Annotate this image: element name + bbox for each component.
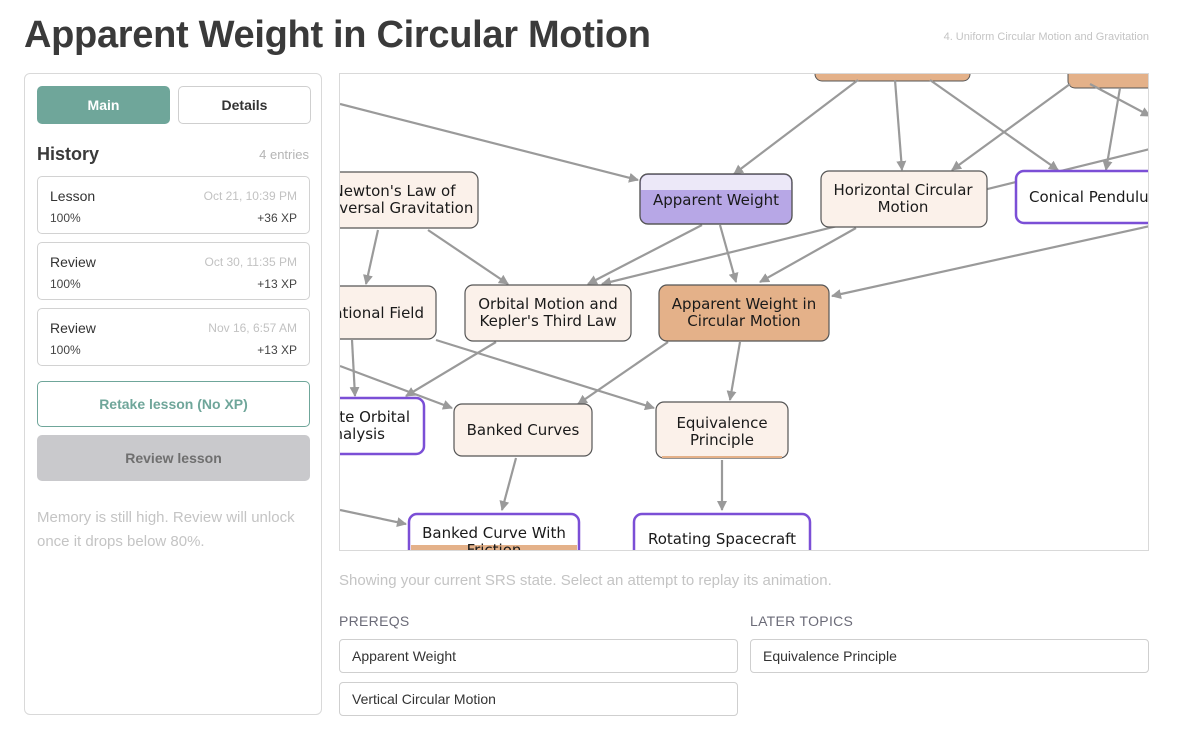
history-heading: History: [37, 144, 100, 164]
graph-edge: [831, 225, 1148, 299]
history-entry-type: Review: [50, 254, 96, 270]
history-entry-score: 100%: [50, 211, 81, 225]
graph-node-label: Banked Curves: [467, 421, 580, 439]
graph-node-label: Friction: [467, 541, 522, 551]
graph-caption: Showing your current SRS state. Select a…: [339, 572, 832, 589]
graph-edge: [499, 457, 518, 511]
history-count: 4 entries: [259, 147, 309, 162]
retake-lesson-button[interactable]: Retake lesson (No XP): [37, 381, 310, 427]
graph-edge: [340, 508, 407, 528]
graph-node-horizontal-circular-motion[interactable]: Horizontal Circular Motion: [820, 170, 988, 228]
prereqs-label: PREREQS: [339, 613, 410, 629]
graph-node-label: Apparent Weight: [653, 191, 779, 209]
prereq-item[interactable]: Apparent Weight: [339, 639, 738, 673]
graph-edge: [363, 229, 380, 285]
breadcrumb[interactable]: 4. Uniform Circular Motion and Gravitati…: [943, 31, 1149, 43]
history-list: Lesson Oct 21, 10:39 PM 100% +36 XP Revi…: [37, 176, 310, 374]
graph-edge: [893, 79, 907, 171]
graph-node-label: Circular Motion: [687, 312, 800, 330]
graph-canvas: Newton's Law of Universal Gravitation Ap…: [340, 74, 1149, 551]
review-lesson-button: Review lesson: [37, 435, 310, 481]
graph-node-label: Banked Curve With: [422, 524, 566, 542]
memory-note: Memory is still high. Review will unlock…: [37, 509, 295, 550]
history-entry-type: Lesson: [50, 188, 96, 204]
graph-node-label: Principle: [690, 431, 754, 449]
history-entry-type: Review: [50, 320, 96, 336]
graph-edge: [718, 224, 739, 283]
history-entry-date: Nov 16, 6:57 AM: [208, 321, 297, 335]
tab-main[interactable]: Main: [37, 86, 170, 124]
graph-node-finite-orbital-analysis[interactable]: Finite Orbital Analysis: [340, 396, 426, 456]
graph-node-gravitational-field[interactable]: Gravitational Field: [340, 285, 437, 340]
graph-node-equivalence-principle[interactable]: Equivalence Principle: [655, 401, 789, 459]
prereq-item[interactable]: Vertical Circular Motion: [339, 682, 738, 716]
graph-node-label: Horizontal Circular: [833, 181, 973, 199]
graph-node-offscreen[interactable]: [814, 74, 971, 82]
graph-node-apparent-weight[interactable]: Apparent Weight: [639, 173, 793, 225]
graph-edges: [340, 79, 1148, 528]
graph-edge: [726, 341, 742, 401]
graph-edge: [577, 341, 669, 405]
graph-edge: [1102, 87, 1122, 171]
graph-node-conical-pendulum[interactable]: Conical Pendulum: [1014, 169, 1149, 225]
graph-edge: [349, 339, 360, 397]
graph-node-label: Conical Pendulum: [1029, 188, 1149, 206]
history-entry-date: Oct 30, 11:35 PM: [204, 255, 298, 269]
graph-edge: [435, 338, 655, 411]
graph-node-label: Equivalence: [676, 414, 767, 432]
graph-node-label: Gravitational Field: [340, 304, 424, 322]
graph-edge: [587, 224, 703, 285]
graph-edge: [340, 102, 639, 183]
graph-edge: [951, 83, 1071, 171]
graph-node-banked-curves[interactable]: Banked Curves: [453, 403, 593, 457]
graph-node-current-topic[interactable]: Apparent Weight in Circular Motion: [658, 284, 830, 342]
history-entry[interactable]: Review Nov 16, 6:57 AM 100% +13 XP: [37, 308, 310, 366]
graph-edge: [733, 79, 859, 175]
graph-node-label: Kepler's Third Law: [480, 312, 617, 330]
graph-edge: [405, 341, 497, 397]
graph-edge: [427, 229, 509, 285]
graph-node-rotating-spacecraft[interactable]: Rotating Spacecraft: [632, 512, 812, 551]
graph-node-orbital-motion[interactable]: Orbital Motion and Kepler's Third Law: [464, 284, 632, 342]
later-topics-label: LATER TOPICS: [750, 613, 854, 629]
history-entry-score: 100%: [50, 277, 81, 291]
history-entry[interactable]: Review Oct 30, 11:35 PM 100% +13 XP: [37, 242, 310, 300]
graph-node-label: Motion: [878, 198, 929, 216]
graph-edge: [1089, 83, 1148, 117]
history-entry-xp: +13 XP: [257, 277, 297, 291]
graph-node-offscreen[interactable]: [1067, 74, 1149, 89]
history-entry-score: 100%: [50, 343, 81, 357]
history-entry-xp: +36 XP: [257, 211, 297, 225]
tab-details[interactable]: Details: [178, 86, 311, 124]
knowledge-graph[interactable]: Newton's Law of Universal Gravitation Ap…: [339, 73, 1149, 551]
graph-node-label: Finite Orbital: [340, 408, 410, 426]
graph-edge: [759, 227, 857, 283]
history-entry[interactable]: Lesson Oct 21, 10:39 PM 100% +36 XP: [37, 176, 310, 234]
sidebar: Main Details History 4 entries Lesson Oc…: [24, 73, 322, 715]
graph-node-newton[interactable]: Newton's Law of Universal Gravitation: [340, 171, 479, 229]
graph-edge: [929, 79, 1059, 171]
history-entry-xp: +13 XP: [257, 343, 297, 357]
graph-node-banked-curve-friction[interactable]: Banked Curve With Friction: [407, 512, 581, 551]
graph-node-label: Analysis: [340, 425, 385, 443]
graph-node-label: Newton's Law of: [340, 182, 456, 200]
graph-node-label: Orbital Motion and: [478, 295, 618, 313]
graph-node-label: Apparent Weight in: [672, 295, 816, 313]
graph-edge: [340, 364, 453, 410]
history-entry-date: Oct 21, 10:39 PM: [203, 189, 297, 203]
graph-node-label: Universal Gravitation: [340, 199, 473, 217]
graph-node-label: Rotating Spacecraft: [648, 530, 796, 548]
page-title: Apparent Weight in Circular Motion: [24, 14, 651, 56]
later-topic-item[interactable]: Equivalence Principle: [750, 639, 1149, 673]
